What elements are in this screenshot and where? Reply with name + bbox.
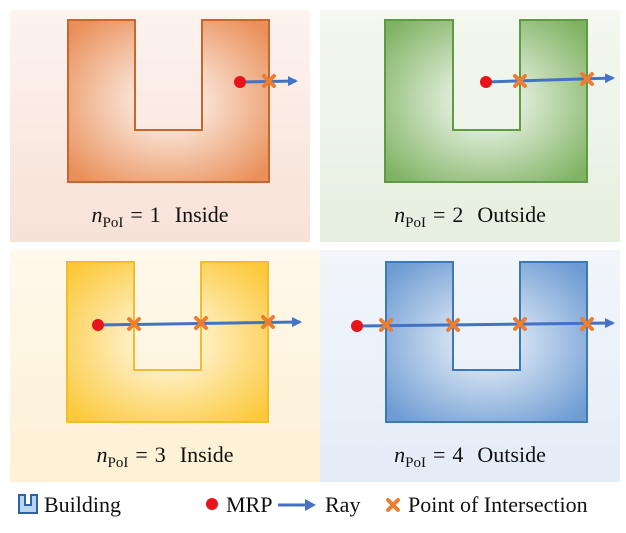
legend-ray-label: Ray	[325, 492, 361, 517]
panel-1-figure	[67, 19, 298, 183]
legend: Building MRP Ray Point of Intersection	[0, 486, 626, 526]
intersection-point	[580, 317, 594, 331]
status-label: Inside	[174, 202, 229, 227]
intersection-point	[127, 317, 141, 331]
mrp-dot	[480, 76, 492, 88]
legend-building-label: Building	[44, 492, 122, 517]
intersection-point	[262, 74, 276, 88]
status-label: Inside	[179, 442, 234, 467]
ray	[356, 318, 615, 329]
ray-arrow-icon	[278, 499, 316, 511]
mrp-dot	[351, 320, 363, 332]
panel-4-figure	[351, 261, 615, 423]
building-icon	[18, 494, 38, 514]
panel-2-figure	[384, 19, 615, 183]
intersection-point	[379, 318, 393, 332]
mrp-dot	[92, 319, 104, 331]
legend-mrp-label: MRP	[226, 492, 273, 517]
intersection-point	[513, 317, 527, 331]
building-u-shape	[66, 261, 269, 423]
mrp-dot-icon	[206, 498, 218, 510]
building-u-shape	[384, 19, 588, 183]
intersection-cross-icon	[386, 498, 400, 512]
mrp-dot	[234, 76, 246, 88]
ray	[485, 73, 615, 84]
intersection-point	[513, 74, 527, 88]
building-u-shape	[67, 19, 270, 183]
intersection-point	[580, 72, 594, 86]
panel-3-figure	[66, 261, 302, 423]
intersection-point	[261, 315, 275, 329]
intersection-point	[446, 318, 460, 332]
status-label: Outside	[477, 442, 546, 467]
building-u-shape	[385, 261, 588, 423]
legend-poi-label: Point of Intersection	[408, 492, 588, 517]
status-label: Outside	[477, 202, 546, 227]
intersection-point	[194, 316, 208, 330]
